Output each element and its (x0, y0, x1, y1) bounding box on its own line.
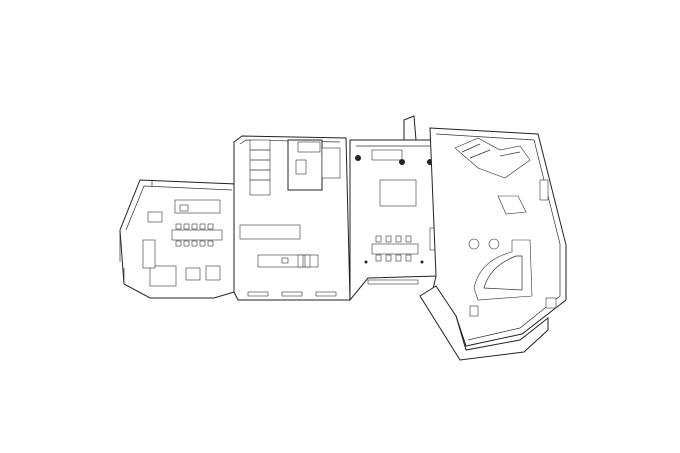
armchair (185, 267, 201, 281)
chairs (175, 223, 214, 247)
left-wing-room (119, 179, 244, 299)
kitchen-counter (239, 224, 301, 240)
chairs (375, 235, 412, 262)
dining-table (371, 243, 419, 255)
sofa (149, 265, 177, 287)
bay-window-seating (454, 137, 531, 179)
sideboard (379, 179, 417, 207)
armchair (468, 238, 480, 250)
staircase (249, 139, 271, 196)
armchair (205, 265, 221, 281)
living-room (419, 127, 567, 361)
kitchen-room (233, 135, 351, 301)
sectional-sofa (473, 239, 533, 301)
armchair (488, 238, 500, 250)
chimney (403, 115, 417, 141)
dining-table (171, 229, 223, 241)
dining-room (349, 115, 439, 302)
piano (497, 195, 527, 215)
